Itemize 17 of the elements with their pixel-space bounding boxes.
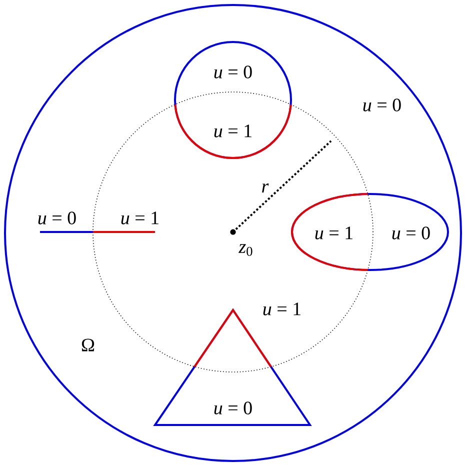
math-label: r [262,184,269,192]
math-label: u = 1 [315,226,352,240]
math-label: u = 1 [263,302,300,316]
math-label: u = 0 [363,98,401,112]
line-segment [40,231,155,233]
math-label: u = 0 [38,212,76,224]
ellipse [291,193,449,271]
math-label: Ω [82,338,94,352]
domain-circle [4,4,462,462]
math-label: z$_{0}$ [238,244,252,256]
math-label: u = 1 [214,124,252,138]
math-label: u = 0 [214,402,252,414]
math-label: u = 1 [121,212,158,224]
circle [174,41,292,159]
math-label: u = 0 [214,66,252,78]
dotted-circle [92,92,374,372]
math-label: u = 0 [392,226,430,240]
